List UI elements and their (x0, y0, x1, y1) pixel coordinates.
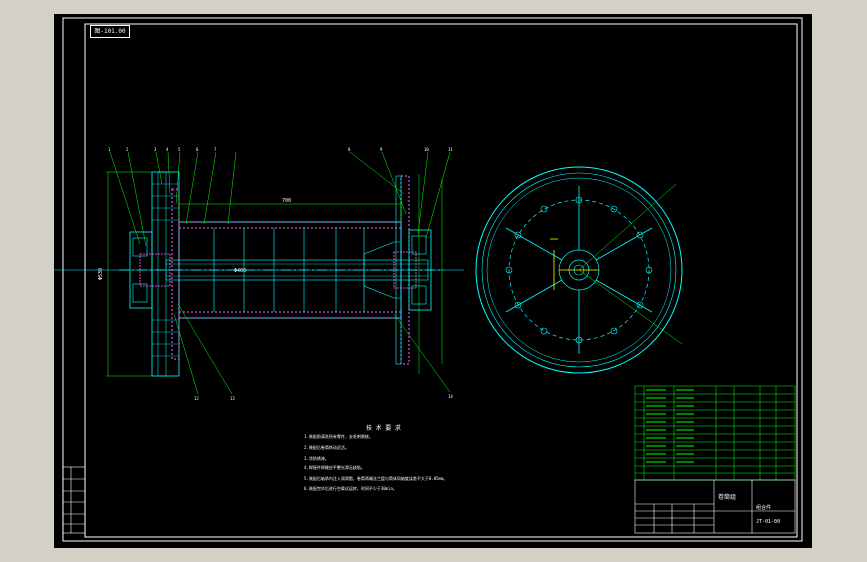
parts-list (634, 385, 796, 481)
balloon-label: 14 (448, 394, 453, 399)
balloon-label: 3 (154, 147, 157, 152)
balloon-label: 13 (230, 396, 235, 401)
title-block-material: 组合件 (756, 505, 772, 511)
front-section-view: 700 Φ530 Φ400 (98, 147, 453, 401)
balloon-label: 5 (178, 147, 181, 152)
balloon-label: 6 (196, 147, 199, 152)
balloon-label: 2 (126, 147, 129, 152)
note-line: 6.装配完毕后进行空载试运转，时间不少于30min。 (304, 486, 397, 491)
note-line: 3.涂防锈漆。 (304, 456, 329, 461)
note-line: 1.装配前清洗所有零件，去毛刺倒棱。 (304, 434, 373, 439)
note-line: 2.装配后卷筒转动灵活。 (304, 445, 349, 450)
note-line: 4.焊接件焊缝应平整光滑无缺陷。 (304, 465, 365, 470)
dim-diameter-inner: Φ400 (234, 268, 246, 274)
title-block (634, 479, 796, 534)
parts-list-text (646, 389, 694, 463)
balloon-label: 9 (380, 147, 383, 152)
balloon-label: 11 (448, 147, 453, 152)
balloon-label: 1 (108, 147, 111, 152)
balloon-label: 12 (194, 396, 199, 401)
inner-frame (84, 23, 798, 538)
cad-viewport[interactable]: 700 Φ530 Φ400 (54, 14, 812, 548)
notes-title: 技 术 要 求 (366, 425, 401, 432)
dim-length: 700 (282, 198, 291, 204)
title-block-code: JT-01-00 (756, 519, 781, 525)
note-line: 5.装配后轴承内注入润滑脂，卷筒两端法兰盘与筒体同轴度误差不大于0.05mm。 (304, 476, 448, 481)
title-block-name: 卷筒组 (718, 494, 737, 501)
balloon-label: 7 (214, 147, 217, 152)
dim-diameter-outer: Φ530 (98, 268, 104, 280)
balloon-label: 4 (166, 147, 169, 152)
balloon-label: 8 (348, 147, 351, 152)
balloon-label: 10 (424, 147, 429, 152)
side-view-wheel (54, 166, 683, 374)
left-side-table (62, 466, 86, 534)
assembly-drawing: 700 Φ530 Φ400 (54, 17, 803, 542)
drawing-number-box: 图-101.00 (90, 25, 130, 38)
outer-frame (62, 17, 803, 542)
